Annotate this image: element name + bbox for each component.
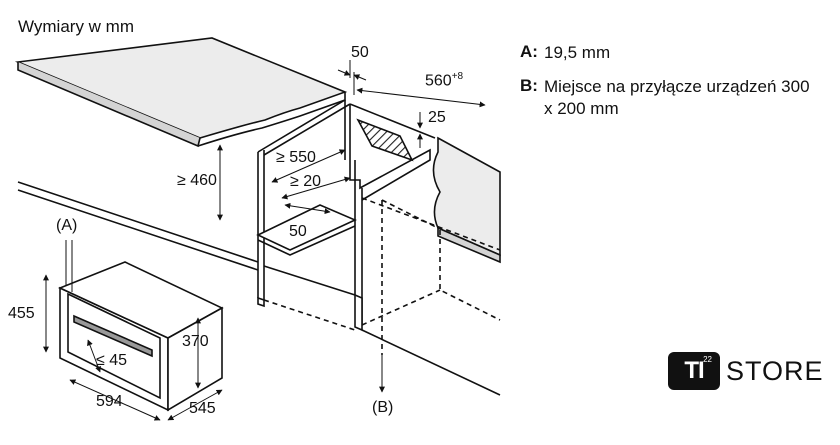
store-logo-text: TI bbox=[684, 357, 704, 384]
dim-depth-sup: +8 bbox=[451, 71, 464, 82]
legend-key-b: B: bbox=[520, 76, 538, 95]
dim-door-gap: ≤ 45 bbox=[96, 352, 128, 369]
legend-text-a: 19,5 mm bbox=[544, 43, 611, 62]
connection-area bbox=[356, 118, 414, 162]
dim-oven-inner-height: 370 bbox=[182, 333, 209, 350]
dim-top-clearance: 50 bbox=[351, 44, 369, 61]
oven-handle bbox=[73, 314, 153, 358]
label-a: (A) bbox=[56, 217, 78, 234]
store-logo-mark: TI 22 bbox=[668, 352, 720, 390]
dim-cabinet-height: ≥ 460 bbox=[177, 172, 217, 189]
legend: A: 19,5 mm B: Miejsce na przyłącze urząd… bbox=[520, 42, 814, 132]
legend-row-a: A: 19,5 mm bbox=[520, 42, 814, 64]
dim-oven-depth: 545 bbox=[189, 400, 216, 417]
legend-row-b: B: Miejsce na przyłącze urządzeń 300 x 2… bbox=[520, 76, 814, 120]
store-name: STORE bbox=[726, 355, 824, 386]
store-logo: TI 22 STORE bbox=[668, 352, 828, 390]
store-logo-sup: 22 bbox=[703, 355, 712, 364]
dim-hatch-height: 25 bbox=[428, 109, 446, 126]
label-b: (B) bbox=[372, 399, 394, 416]
dim-floor-depth: 50 bbox=[289, 223, 307, 240]
legend-text-b: Miejsce na przyłącze urządzeń 300 x 200 … bbox=[544, 77, 810, 118]
dim-inner-depth: ≥ 550 bbox=[276, 149, 316, 166]
dim-inner-gap: ≥ 20 bbox=[290, 173, 322, 190]
legend-key-a: A: bbox=[520, 42, 538, 61]
dim-depth: 560+8 bbox=[425, 72, 463, 89]
countertop-left bbox=[14, 37, 348, 139]
diagram-caption: Wymiary w mm bbox=[18, 17, 134, 36]
dim-oven-height: 455 bbox=[8, 305, 35, 322]
dim-oven-width: 594 bbox=[96, 393, 123, 410]
dim-depth-value: 560 bbox=[425, 72, 452, 90]
